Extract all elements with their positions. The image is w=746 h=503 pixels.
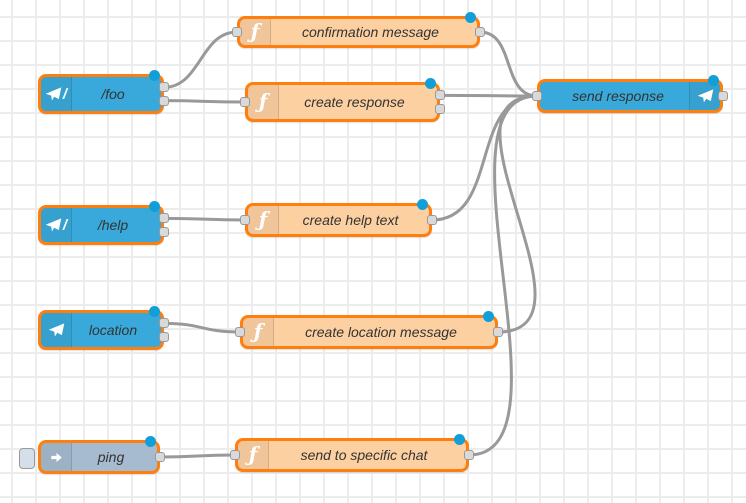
node-label: confirmation message [302, 24, 439, 40]
node-label: send to specific chat [300, 447, 428, 463]
node-send-response[interactable]: send response [537, 79, 723, 113]
node-ping[interactable]: ping [19, 440, 160, 474]
output-port[interactable] [159, 213, 169, 224]
node-location[interactable]: location [38, 310, 164, 350]
wire[interactable] [478, 30, 539, 98]
node-label: create help text [302, 212, 399, 228]
changed-badge [425, 78, 436, 89]
changed-badge [465, 12, 476, 23]
output-port[interactable] [718, 91, 728, 101]
wire[interactable] [162, 30, 239, 89]
changed-badge [454, 434, 465, 445]
changed-badge [145, 436, 156, 447]
function-icon: ƒ [238, 441, 269, 469]
node-send-to-specific-chat[interactable]: ƒ send to specific chat [235, 438, 469, 472]
node-label: location [88, 322, 138, 338]
inject-arrow-icon [41, 443, 72, 471]
node-label: /foo [101, 86, 125, 102]
output-port[interactable] [159, 331, 169, 342]
function-icon: ƒ [248, 85, 279, 119]
function-icon: ƒ [243, 318, 274, 346]
input-port[interactable] [230, 450, 240, 460]
function-icon: ƒ [240, 19, 271, 45]
changed-badge [149, 70, 160, 81]
output-port[interactable] [493, 327, 503, 337]
node-label: send response [572, 88, 664, 104]
paper-plane-icon [689, 82, 720, 110]
input-port[interactable] [235, 327, 245, 337]
node-create-response[interactable]: ƒ create response [245, 82, 440, 122]
inject-button[interactable] [19, 448, 35, 469]
output-port[interactable] [155, 452, 165, 462]
node-label: ping [97, 449, 125, 465]
node-label: create location message [305, 324, 457, 340]
node-help[interactable]: / /help [38, 205, 164, 245]
changed-badge [149, 306, 160, 317]
wire[interactable] [158, 453, 237, 459]
input-port[interactable] [232, 27, 242, 37]
output-port[interactable] [464, 450, 474, 460]
wire[interactable] [162, 321, 242, 334]
changed-badge [708, 75, 719, 86]
output-port[interactable] [475, 27, 485, 37]
node-confirmation-message[interactable]: ƒ confirmation message [237, 16, 480, 48]
wire[interactable] [467, 94, 539, 457]
function-icon: ƒ [248, 206, 279, 234]
node-create-help-text[interactable]: ƒ create help text [245, 203, 432, 237]
input-port[interactable] [240, 215, 250, 225]
output-port[interactable] [159, 318, 169, 329]
output-port[interactable] [159, 226, 169, 237]
changed-badge [483, 311, 494, 322]
output-port[interactable] [435, 90, 445, 101]
changed-badge [149, 201, 160, 212]
node-label: /help [97, 217, 129, 233]
node-label: create response [304, 94, 405, 110]
input-port[interactable] [532, 91, 542, 101]
changed-badge [417, 199, 428, 210]
wire[interactable] [162, 216, 247, 222]
wire[interactable] [162, 99, 247, 104]
paper-plane-icon [41, 313, 72, 347]
output-port[interactable] [427, 215, 437, 225]
input-port[interactable] [240, 97, 250, 107]
paper-plane-slash-icon: / [41, 208, 72, 242]
wire[interactable] [496, 94, 539, 334]
node-create-location-message[interactable]: ƒ create location message [240, 315, 498, 349]
node-foo[interactable]: / /foo [38, 74, 164, 114]
output-port[interactable] [159, 82, 169, 93]
paper-plane-slash-icon: / [41, 77, 72, 111]
output-port[interactable] [435, 103, 445, 114]
output-port[interactable] [159, 95, 169, 106]
